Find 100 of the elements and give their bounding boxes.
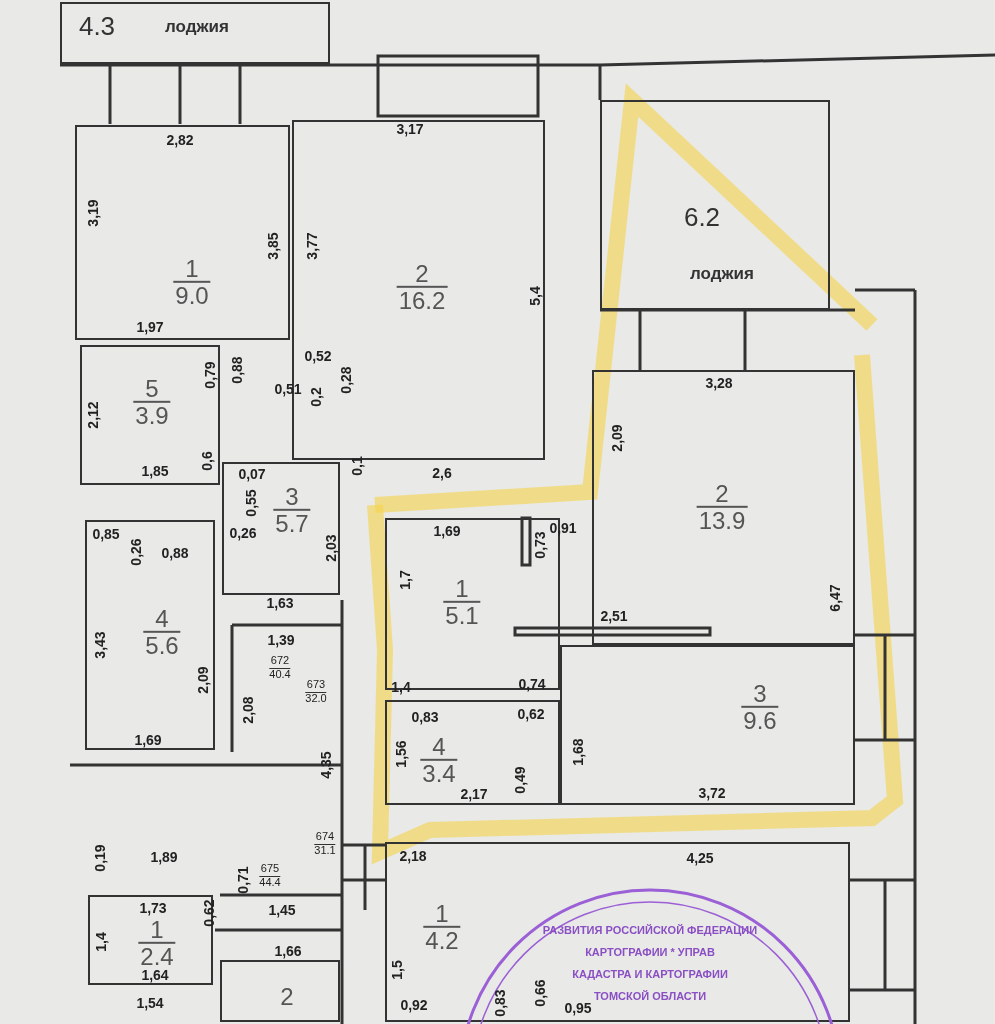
dimension-label: 0,62 (517, 707, 545, 721)
dimension-label: 3,85 (266, 232, 280, 260)
dimension-label: 4,25 (686, 851, 714, 865)
dimension-label: 1,64 (141, 968, 169, 982)
room-outline (75, 125, 290, 340)
room-number: 4 (155, 605, 169, 631)
dimension-label: 2,03 (324, 534, 338, 562)
dimension-label: 3,17 (396, 122, 424, 136)
room-name: лоджия (690, 264, 754, 284)
dimension-label: 0,62 (202, 899, 216, 927)
room-area: 3.9 (133, 401, 171, 429)
dimension-label: 1,7 (398, 570, 412, 590)
loggia-area: 6.2 (683, 201, 721, 233)
dimension-label: 4,35 (319, 751, 333, 779)
stamp-text: КАРТОГРАФИИ * УПРАВ (585, 946, 715, 958)
room-number: 5 (145, 375, 159, 401)
room-number: 3 (285, 483, 299, 509)
room-area: 5.7 (273, 509, 311, 537)
dimension-label: 1,85 (141, 464, 169, 478)
room-number: 1 (455, 575, 469, 601)
loggia-area: 4.3 (78, 10, 116, 42)
dimension-label: 2,17 (460, 787, 488, 801)
dimension-label: 0,2 (309, 387, 323, 407)
dimension-label: 0,92 (400, 998, 428, 1012)
dimension-label: 3,28 (705, 376, 733, 390)
apartment-number: 675 (260, 862, 280, 874)
room-number: 2 (280, 984, 294, 1010)
dimension-label: 1,73 (139, 901, 167, 915)
apartment-area: 31.1 (314, 844, 336, 856)
dimension-label: 1,69 (433, 524, 461, 538)
dimension-label: 0,19 (93, 844, 107, 872)
room-outline (385, 700, 560, 805)
apartment-number: 672 (270, 654, 290, 666)
room-area: 5.1 (443, 601, 481, 629)
dimension-label: 1,69 (134, 733, 162, 747)
dimension-label: 1,56 (394, 740, 408, 768)
dimension-label: 0,83 (493, 989, 507, 1017)
room-area: 16.2 (396, 286, 448, 314)
dimension-label: 0,49 (513, 766, 527, 794)
dimension-label: 0,26 (129, 538, 143, 566)
dimension-label: 0,73 (533, 531, 547, 559)
dimension-label: 1,54 (136, 996, 164, 1010)
room-outline (222, 462, 340, 595)
dimension-label: 0,66 (533, 979, 547, 1007)
apartment-number: 673 (306, 678, 326, 690)
room-outline (592, 370, 855, 645)
dimension-label: 0,88 (230, 356, 244, 384)
loggia-outline (600, 100, 830, 310)
apartment-area: 40.4 (269, 668, 291, 680)
dimension-label: 0,28 (339, 366, 353, 394)
room-number: 1 (150, 916, 164, 942)
dimension-label: 2,12 (86, 401, 100, 429)
room-number: 4 (432, 733, 446, 759)
dimension-label: 0,55 (244, 489, 258, 517)
dimension-label: 0,26 (229, 526, 257, 540)
room-area: 2.4 (138, 942, 176, 970)
room-outline (85, 520, 215, 750)
dimension-label: 0,83 (411, 710, 439, 724)
dimension-label: 2,18 (399, 849, 427, 863)
stamp-text: КАДАСТРА И КАРТОГРАФИИ (572, 968, 728, 980)
dimension-label: 3,72 (698, 786, 726, 800)
room-number: 1 (185, 255, 199, 281)
room-number: 1 (435, 900, 449, 926)
apartment-area: 44.4 (259, 876, 281, 888)
room-outline (385, 842, 850, 1022)
dimension-label: 1,89 (150, 850, 178, 864)
dimension-label: 2,09 (196, 666, 210, 694)
room-area: 9.6 (741, 706, 779, 734)
dimension-label: 0,85 (92, 527, 120, 541)
dimension-label: 1,68 (571, 738, 585, 766)
room-number: 3 (753, 680, 767, 706)
room-outline (220, 960, 340, 1022)
dimension-label: 0,07 (238, 467, 266, 481)
dimension-label: 0,79 (203, 361, 217, 389)
dimension-label: 0,95 (564, 1001, 592, 1015)
dimension-label: 1,45 (268, 903, 296, 917)
dimension-label: 1,39 (267, 633, 295, 647)
stamp-text: ТОМСКОЙ ОБЛАСТИ (593, 990, 707, 1002)
loggia-outline (60, 2, 330, 64)
apartment-number: 674 (315, 830, 335, 842)
dimension-label: 3,43 (93, 631, 107, 659)
dimension-label: 2,08 (241, 696, 255, 724)
dimension-label: 6,47 (828, 584, 842, 612)
dimension-label: 1,97 (136, 320, 164, 334)
dimension-label: 5,4 (528, 286, 542, 306)
room-area: 5.6 (143, 631, 181, 659)
room-area: 13.9 (696, 506, 748, 534)
dimension-label: 0,71 (236, 866, 250, 894)
dimension-label: 0,6 (200, 451, 214, 471)
dimension-label: 2,51 (600, 609, 628, 623)
room-number: 2 (715, 480, 729, 506)
apartment-area: 32.0 (305, 692, 327, 704)
dimension-label: 2,09 (610, 424, 624, 452)
dimension-label: 0,1 (350, 456, 364, 476)
room-area: 9.0 (173, 281, 211, 309)
dimension-label: 0,52 (304, 349, 332, 363)
room-area: 3.4 (420, 759, 458, 787)
dimension-label: 2,6 (432, 466, 452, 480)
dimension-label: 1,4 (94, 932, 108, 952)
room-number: 2 (415, 260, 429, 286)
